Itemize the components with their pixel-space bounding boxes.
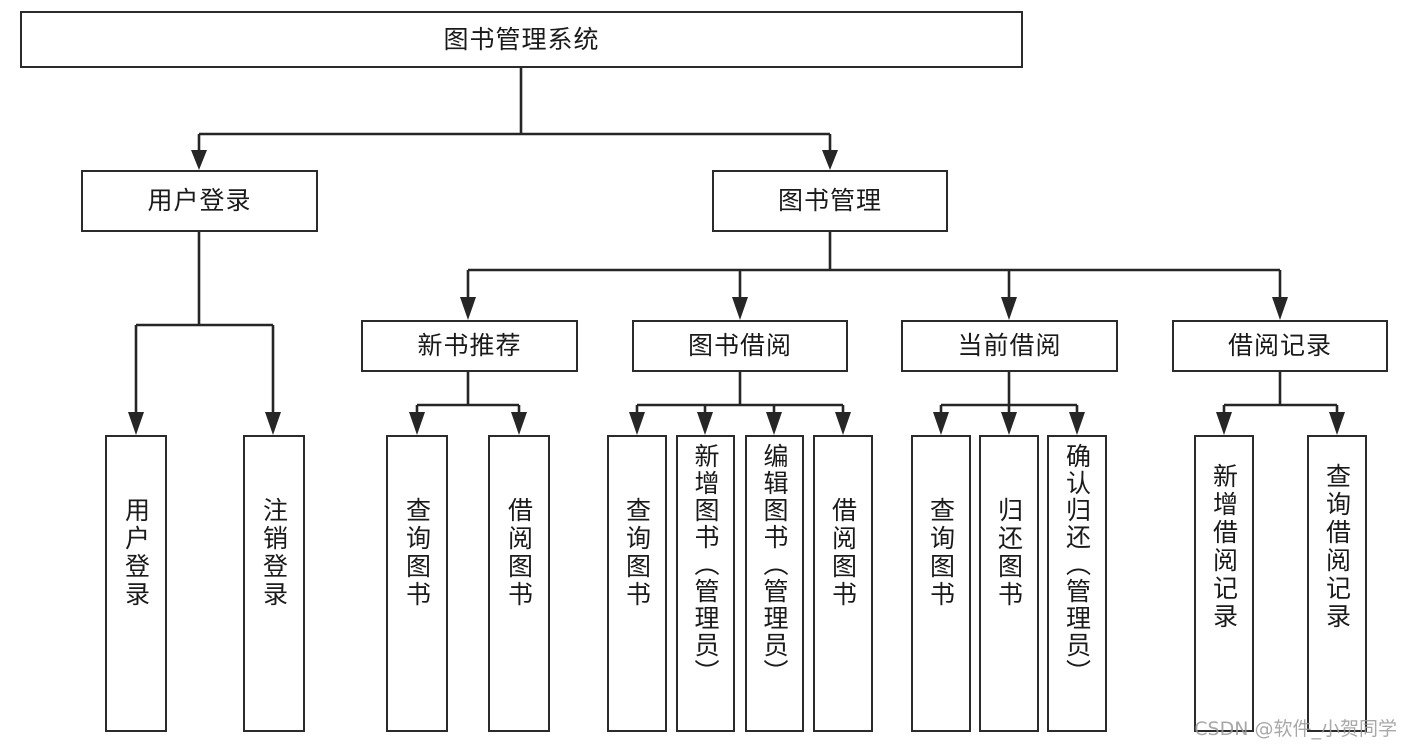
- node-leaf-add-book[interactable]: 新增图书（管理员）: [676, 435, 735, 732]
- node-borrow-record-label: 借阅记录: [1227, 331, 1332, 361]
- node-leaf-query-record-label: 查询借阅记录: [1322, 463, 1352, 631]
- node-leaf-user-login[interactable]: 用户登录: [105, 435, 167, 732]
- arrow-to-new-book-rec: [460, 297, 476, 320]
- arrow-to-user-login: [191, 150, 207, 170]
- node-leaf-add-book-label: 新增图书（管理员）: [691, 443, 720, 686]
- node-current-borrow-label: 当前借阅: [957, 331, 1062, 361]
- arrow-to-book-manage: [822, 150, 838, 170]
- node-leaf-return-book-label: 归还图书: [994, 497, 1024, 609]
- node-leaf-borrow-book-1-label: 借阅图书: [504, 497, 534, 609]
- arrow-leaf-query-record: [1329, 412, 1345, 435]
- csdn-watermark: CSDN @软件_小贺同学: [1194, 718, 1397, 740]
- node-new-book-rec-label: 新书推荐: [417, 331, 522, 361]
- arrow-leaf-add-book: [697, 412, 713, 435]
- node-book-borrow[interactable]: 图书借阅: [632, 320, 848, 372]
- node-leaf-user-login-label: 用户登录: [121, 497, 151, 609]
- arrow-leaf-borrow-book-2: [835, 412, 851, 435]
- node-leaf-query-book-2-label: 查询图书: [622, 497, 652, 609]
- arrow-leaf-query-book-3: [933, 412, 949, 435]
- node-leaf-borrow-book-2[interactable]: 借阅图书: [813, 435, 873, 732]
- node-root[interactable]: 图书管理系统: [20, 11, 1023, 68]
- node-leaf-query-book-3-label: 查询图书: [926, 497, 956, 609]
- arrow-to-book-borrow: [732, 297, 748, 320]
- node-leaf-edit-book-label: 编辑图书（管理员）: [760, 443, 789, 686]
- arrow-leaf-logout: [265, 412, 281, 435]
- arrow-leaf-confirm-return: [1069, 412, 1085, 435]
- node-root-label: 图书管理系统: [443, 24, 600, 54]
- node-book-manage[interactable]: 图书管理: [712, 170, 948, 232]
- node-book-borrow-label: 图书借阅: [687, 331, 792, 361]
- node-leaf-confirm-return[interactable]: 确认归还（管理员）: [1047, 435, 1107, 732]
- node-leaf-logout[interactable]: 注销登录: [243, 435, 305, 732]
- node-new-book-rec[interactable]: 新书推荐: [361, 320, 578, 372]
- node-leaf-query-record[interactable]: 查询借阅记录: [1307, 435, 1367, 732]
- arrow-to-current-borrow: [1001, 297, 1017, 320]
- node-leaf-return-book[interactable]: 归还图书: [979, 435, 1039, 732]
- node-borrow-record[interactable]: 借阅记录: [1172, 320, 1388, 372]
- node-leaf-edit-book[interactable]: 编辑图书（管理员）: [745, 435, 804, 732]
- node-leaf-borrow-book-2-label: 借阅图书: [828, 497, 858, 609]
- arrow-leaf-query-book-1: [409, 412, 425, 435]
- node-leaf-borrow-book-1[interactable]: 借阅图书: [488, 435, 550, 732]
- arrow-to-borrow-record: [1272, 297, 1288, 320]
- node-leaf-query-book-1-label: 查询图书: [402, 497, 432, 609]
- node-book-manage-label: 图书管理: [777, 186, 882, 216]
- arrow-leaf-user-login: [128, 412, 144, 435]
- arrow-leaf-edit-book: [766, 412, 782, 435]
- node-leaf-confirm-return-label: 确认归还（管理员）: [1062, 443, 1092, 686]
- node-current-borrow[interactable]: 当前借阅: [901, 320, 1118, 372]
- node-leaf-add-record[interactable]: 新增借阅记录: [1194, 435, 1254, 732]
- node-leaf-logout-label: 注销登录: [259, 497, 289, 609]
- arrow-leaf-query-book-2: [629, 412, 645, 435]
- node-leaf-query-book-2[interactable]: 查询图书: [607, 435, 667, 732]
- node-leaf-add-record-label: 新增借阅记录: [1209, 463, 1239, 631]
- node-user-login-label: 用户登录: [147, 186, 252, 216]
- arrow-leaf-borrow-book-1: [511, 412, 527, 435]
- arrow-leaf-return-book: [1001, 412, 1017, 435]
- node-leaf-query-book-3[interactable]: 查询图书: [911, 435, 971, 732]
- node-user-login[interactable]: 用户登录: [81, 170, 318, 232]
- node-leaf-query-book-1[interactable]: 查询图书: [386, 435, 448, 732]
- arrow-leaf-add-record: [1216, 412, 1232, 435]
